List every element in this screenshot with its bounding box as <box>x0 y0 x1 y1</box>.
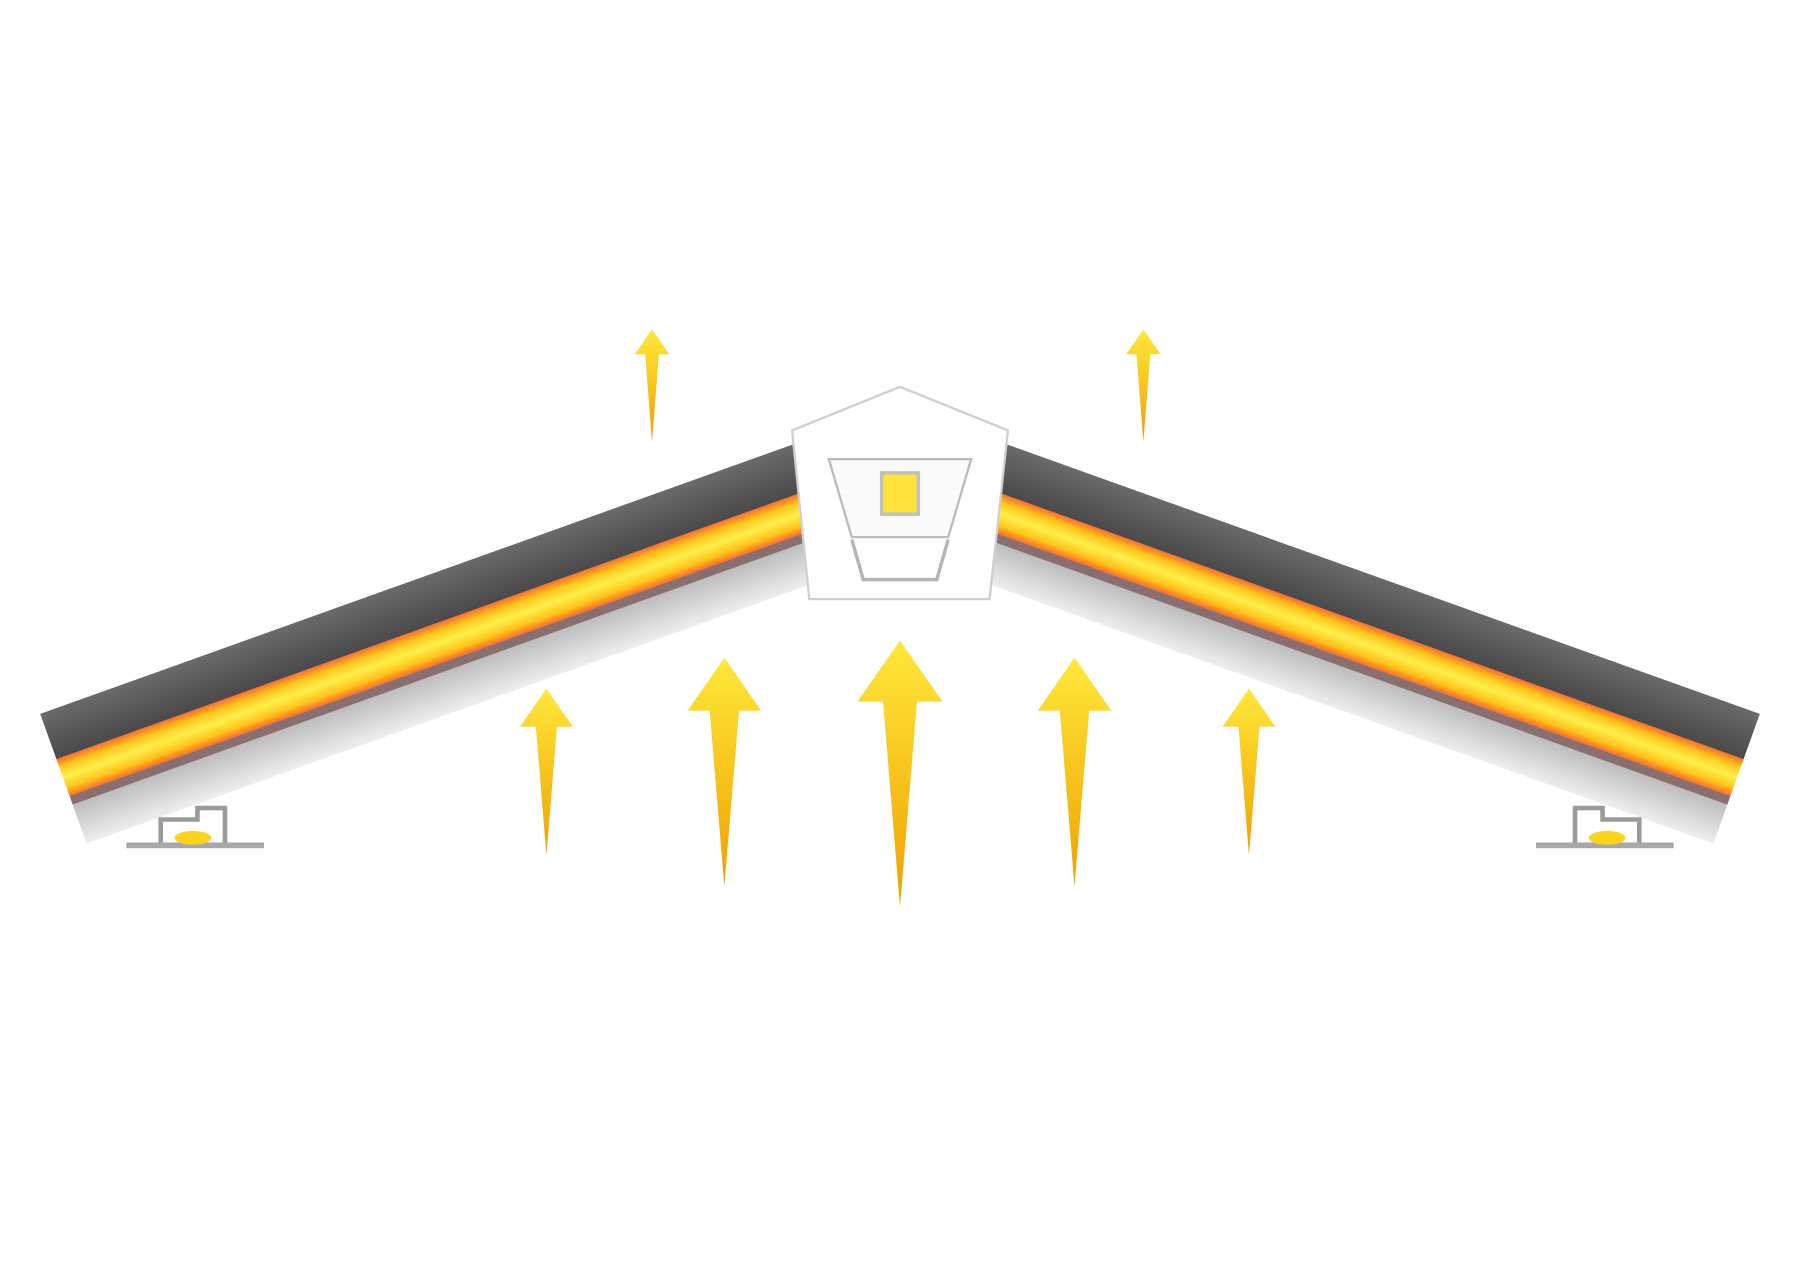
light-direction-arrow-icon <box>687 657 762 887</box>
light-direction-arrow-icon <box>1222 688 1276 856</box>
light-direction-arrow-icon <box>1126 329 1161 442</box>
corner-connector-icon <box>790 385 1010 601</box>
light-direction-arrow-icon <box>857 640 943 907</box>
light-direction-arrows <box>520 329 1276 907</box>
light-direction-arrow-icon <box>1037 657 1112 887</box>
light-direction-arrow-icon <box>520 688 573 856</box>
light-direction-arrow-icon <box>634 329 670 442</box>
left-led-profile <box>40 434 867 844</box>
right-led-profile <box>933 434 1760 844</box>
